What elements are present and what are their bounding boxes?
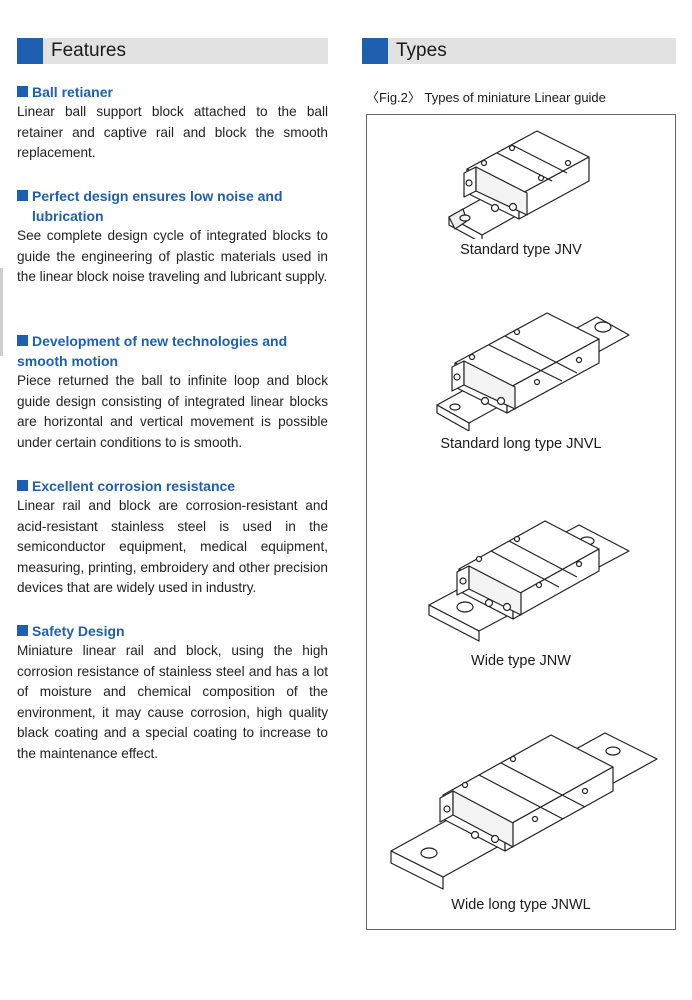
bullet-square [17, 335, 28, 346]
feature-corrosion-resistance: Excellent corrosion resistance Linear ra… [17, 476, 328, 599]
feature-heading: Ball retianer [17, 82, 328, 102]
bullet-square [17, 86, 28, 97]
types-header: Types [362, 38, 676, 64]
feature-heading-text: Ball retianer [32, 84, 113, 100]
bullet-square [17, 480, 28, 491]
figure-label-wide: Wide type JNW [471, 653, 571, 669]
feature-heading-text: Safety Design [32, 623, 125, 639]
feature-ball-retainer: Ball retianer Linear ball support block … [17, 82, 328, 164]
feature-safety-design: Safety Design Miniature linear rail and … [17, 621, 328, 765]
types-title: Types [396, 40, 447, 61]
feature-heading-text: Excellent corrosion resistance [32, 478, 236, 494]
feature-low-noise: Perfect design ensures low noise and lubr… [17, 186, 328, 288]
page-edge-tab [0, 268, 3, 356]
linear-guide-standard-long-illustration [436, 312, 630, 431]
feature-heading-text: Development of new technologies and [32, 333, 288, 349]
linear-guide-standard-illustration [448, 130, 590, 239]
figure-label-standard: Standard type JNV [460, 242, 582, 258]
feature-smooth-motion: Development of new technologies and smoot… [17, 331, 328, 453]
section-marker [17, 38, 43, 64]
figure-caption: 〈Fig.2〉 Types of miniature Linear guide [366, 90, 606, 105]
feature-heading-text-line2: smooth motion [17, 353, 119, 369]
linear-guide-wide-illustration [428, 520, 630, 642]
feature-text: See complete design cycle of integrated … [17, 228, 328, 285]
feature-text: Piece returned the ball to infinite loop… [17, 373, 328, 450]
feature-heading-text: Perfect design ensures low noise and [32, 188, 283, 204]
section-marker [362, 38, 388, 64]
feature-heading: Development of new technologies and smoot… [17, 331, 328, 371]
features-header: Features [17, 38, 328, 64]
feature-heading: Safety Design [17, 621, 328, 641]
bullet-square [17, 190, 28, 201]
feature-heading-text-line2: lubrication [32, 208, 104, 224]
feature-text: Linear ball support block attached to th… [17, 104, 328, 161]
feature-heading: Excellent corrosion resistance [17, 476, 328, 496]
figure-label-standard-long: Standard long type JNVL [440, 436, 602, 452]
feature-text: Miniature linear rail and block, using t… [17, 643, 328, 761]
linear-guide-wide-long-illustration [390, 732, 658, 890]
feature-text: Linear rail and block are corrosion-resi… [17, 498, 328, 596]
figure-label-wide-long: Wide long type JNWL [451, 897, 591, 913]
figure-box: Standard type JNV Standard long type JNV… [366, 114, 676, 930]
features-title: Features [51, 40, 126, 61]
feature-heading: Perfect design ensures low noise and lubr… [17, 186, 328, 226]
bullet-square [17, 625, 28, 636]
